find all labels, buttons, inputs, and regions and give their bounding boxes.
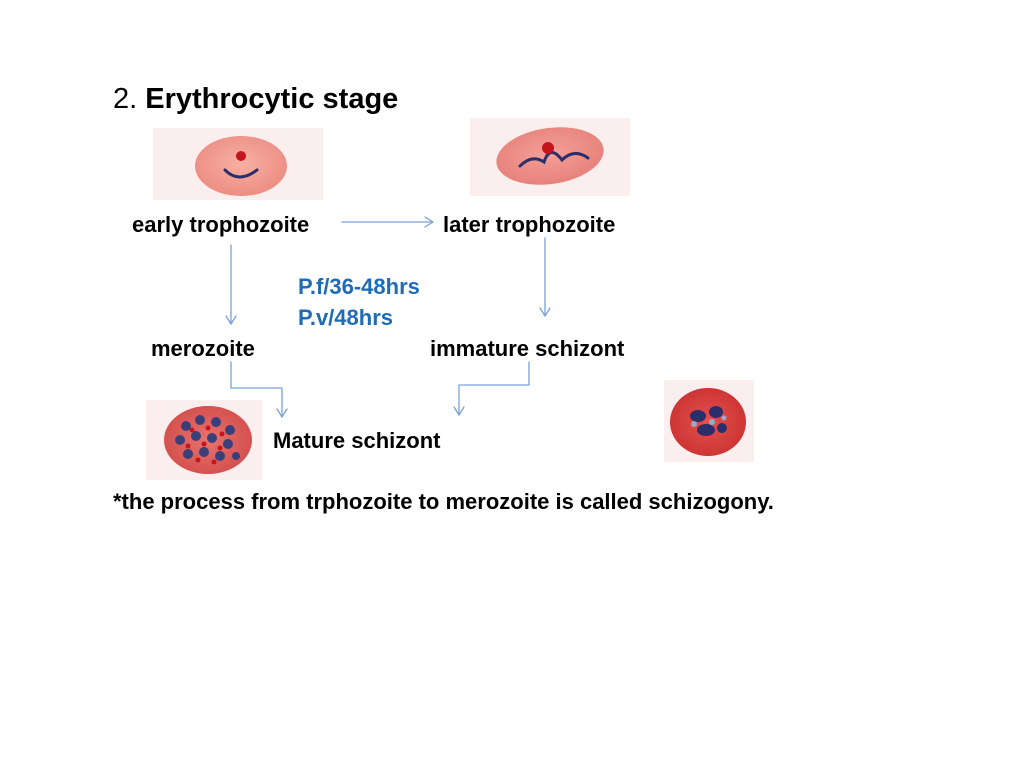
mature-schizont-cell-image — [146, 400, 262, 480]
edge-later-to-immature — [539, 237, 551, 317]
duration-pv: P.v/48hrs — [298, 305, 394, 330]
footnote: *the process from trphozoite to merozoit… — [113, 489, 774, 514]
edge-early-to-later — [341, 216, 434, 228]
edge-merozoite-to-mature — [230, 361, 288, 418]
early-trophozoite-cell-image — [153, 128, 323, 200]
edge-early-to-merozoite — [225, 244, 237, 325]
slide-title: 2. Erythrocytic stage — [113, 80, 398, 118]
title-text: Erythrocytic stage — [145, 83, 399, 115]
node-merozoite: merozoite — [151, 336, 255, 361]
later-trophozoite-cell-image — [470, 118, 630, 196]
edge-immature-to-mature — [453, 361, 530, 416]
node-mature-schizont: Mature schizont — [273, 428, 441, 453]
immature-schizont-cell-image — [664, 380, 754, 462]
node-later-trophozoite: later trophozoite — [443, 212, 616, 237]
node-immature-schizont: immature schizont — [430, 336, 625, 361]
title-number: 2. — [113, 83, 138, 115]
duration-pf: P.f/36-48hrs — [298, 274, 420, 299]
node-early-trophozoite: early trophozoite — [132, 212, 310, 237]
